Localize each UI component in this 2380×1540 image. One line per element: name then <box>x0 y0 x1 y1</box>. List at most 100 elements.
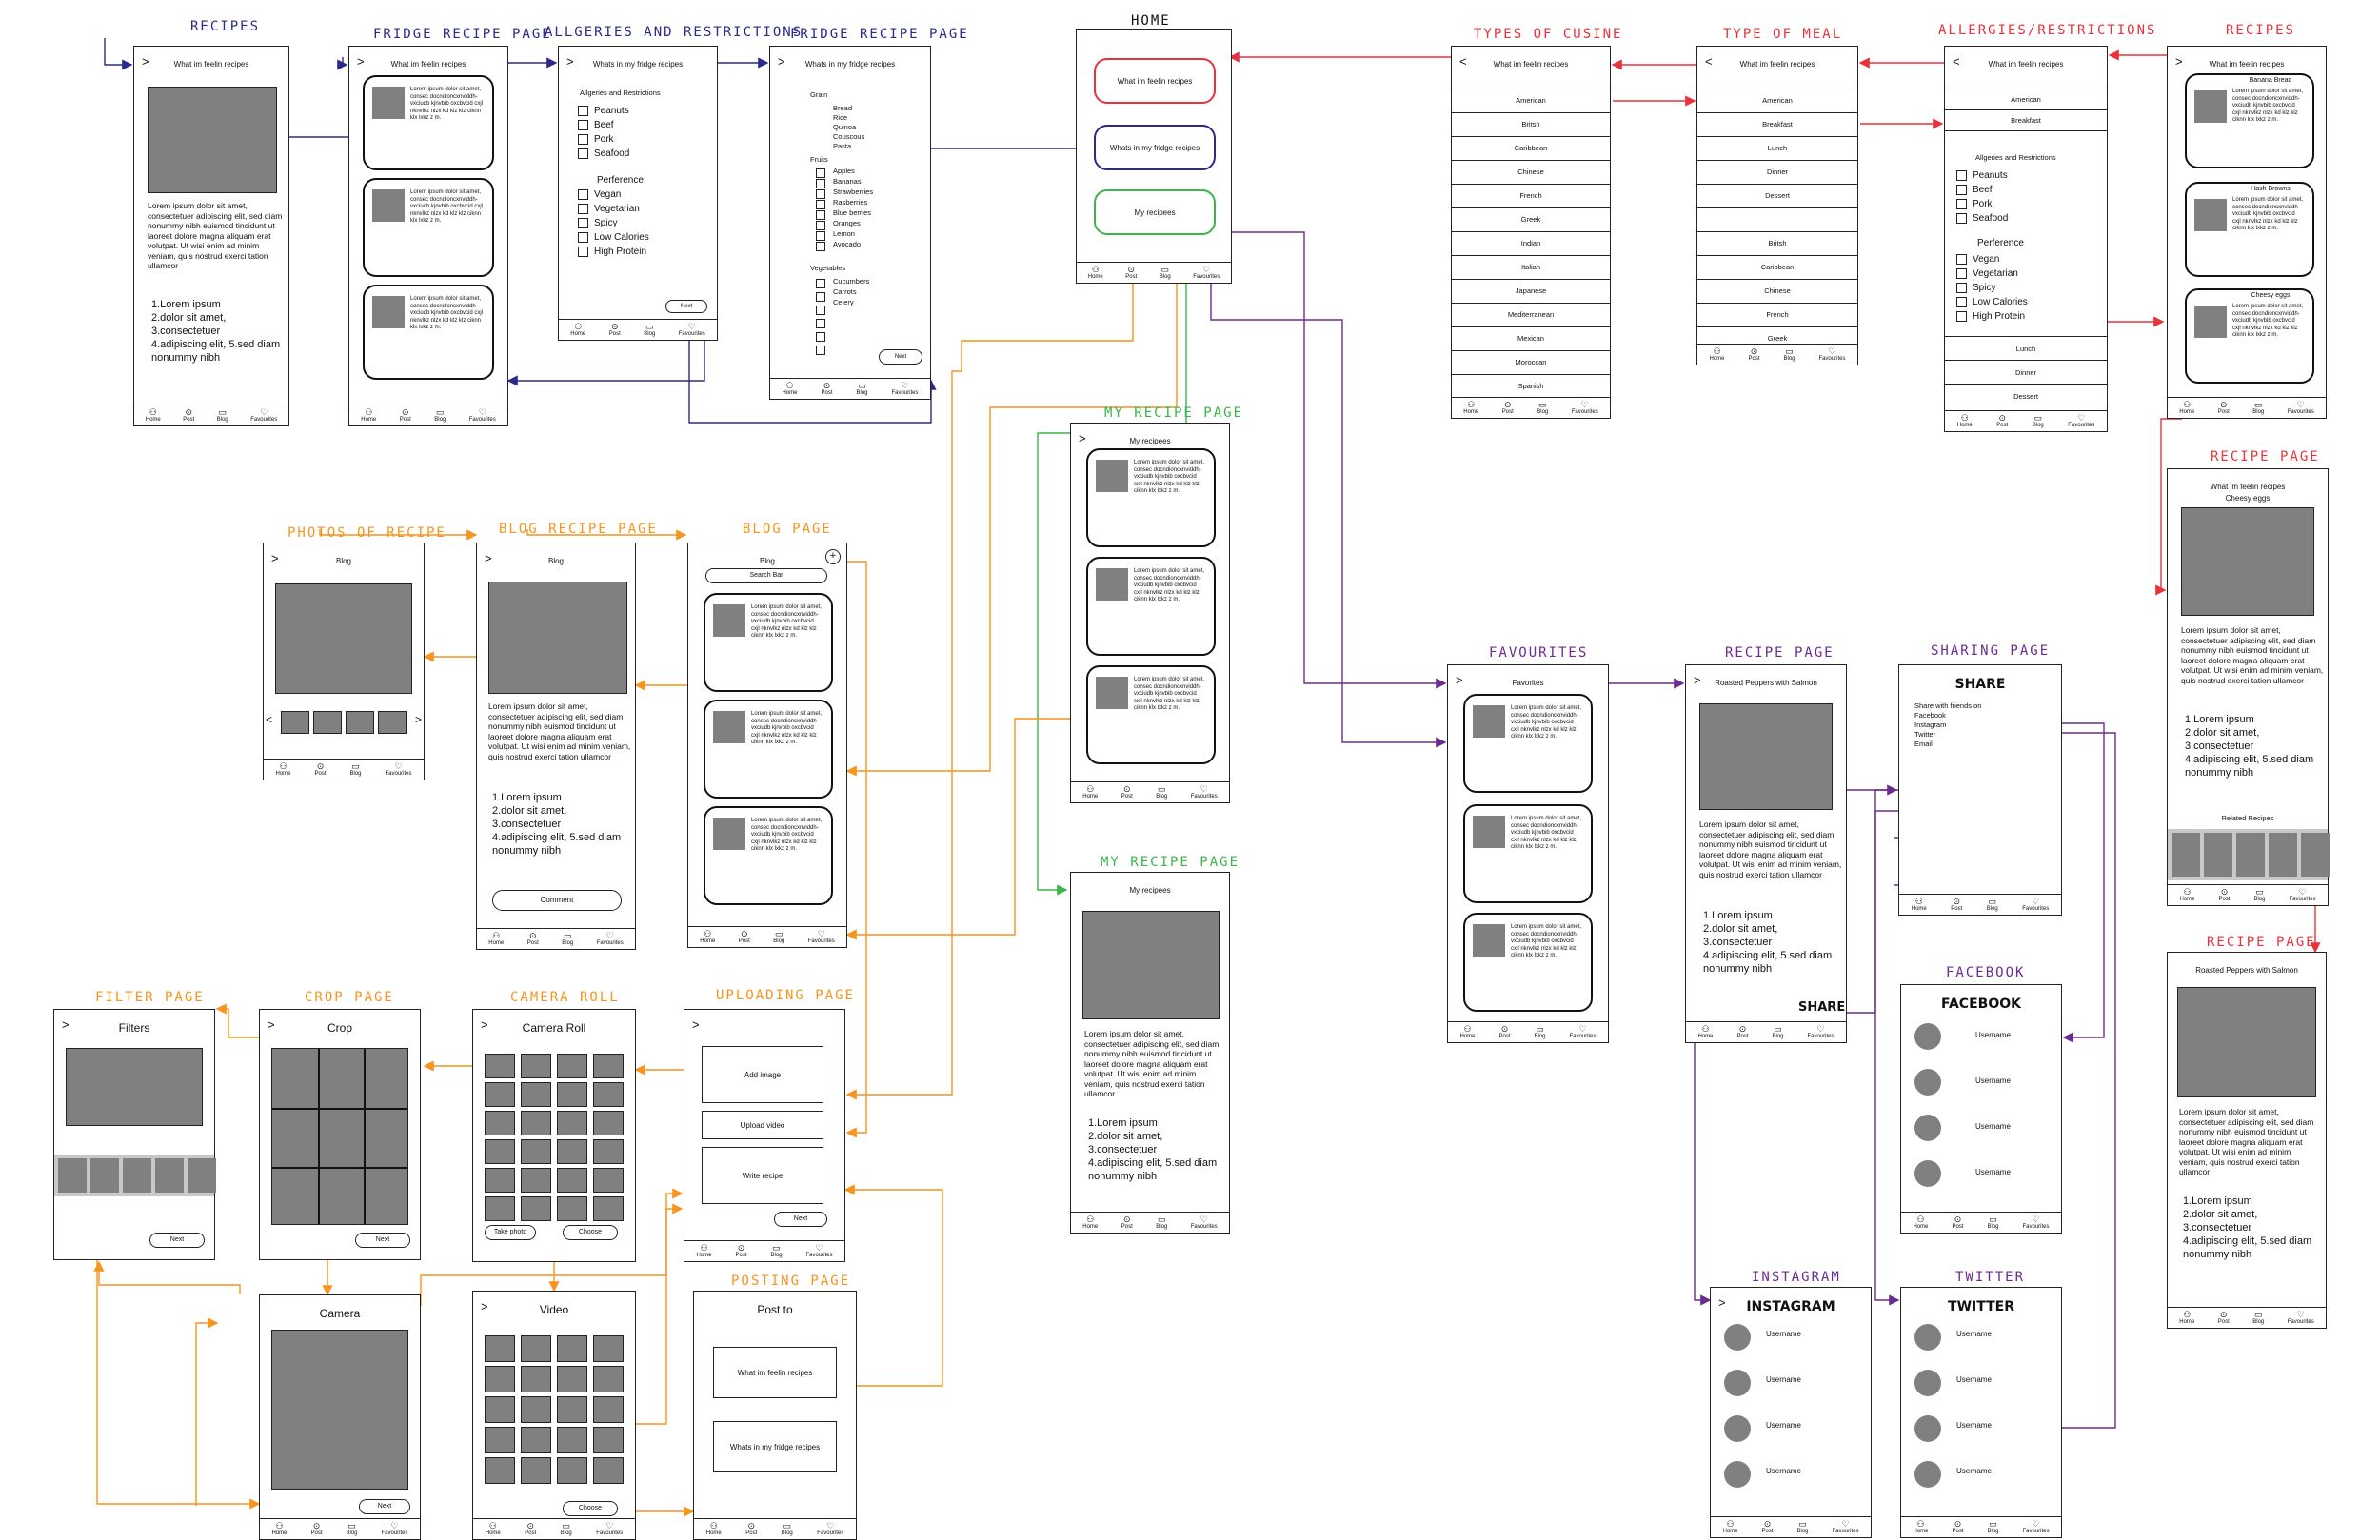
checkbox[interactable] <box>578 134 588 145</box>
checkbox-option[interactable]: Vegan <box>578 189 621 200</box>
upload-video-button[interactable]: Upload video <box>702 1111 823 1139</box>
share-option[interactable]: Email <box>1914 740 1933 748</box>
checkbox-option[interactable]: Seafood <box>1956 213 2008 224</box>
back-chevron-icon[interactable]: > <box>1718 1295 1726 1310</box>
meal-option[interactable]: Britsh <box>1697 231 1857 255</box>
recipe-card[interactable]: Lorem ipsum dolor sit amet, consec docnd… <box>1086 665 1216 764</box>
nav-blog[interactable]: ▭Blog <box>782 1521 793 1537</box>
checkbox-option[interactable]: Vegetarian <box>578 204 640 214</box>
nav-home[interactable]: ⚇Home <box>1913 1214 1928 1231</box>
add-post-icon[interactable]: + <box>825 549 841 564</box>
nav-favourites[interactable]: ♡Favourites <box>2022 897 2049 913</box>
nav-home[interactable]: ⚇Home <box>1913 1519 1928 1535</box>
crop-line[interactable] <box>272 1167 407 1169</box>
write-recipe-button[interactable]: Write recipe <box>702 1147 823 1204</box>
nav-home[interactable]: ⚇Home <box>2179 400 2194 416</box>
nav-favourites[interactable]: ♡Favourites <box>2288 1310 2314 1326</box>
next-button[interactable]: Next <box>879 349 922 365</box>
nav-home[interactable]: ⚇Home <box>486 1521 501 1537</box>
back-chevron-icon[interactable]: > <box>778 54 785 69</box>
nav-post[interactable]: ⊙Post <box>1952 1214 1963 1231</box>
next-button[interactable]: Next <box>359 1499 410 1514</box>
cuisine-option[interactable]: French <box>1452 184 1610 207</box>
nav-blog[interactable]: ▭Blog <box>2033 413 2044 429</box>
checkbox-option[interactable]: Vegan <box>1956 254 1999 265</box>
crop-line[interactable] <box>272 1108 407 1110</box>
back-chevron-icon[interactable]: > <box>268 1017 275 1032</box>
chevron-right-icon[interactable]: > <box>414 713 422 726</box>
checkbox-option[interactable]: Pork <box>578 134 614 145</box>
username[interactable]: Username <box>1956 1375 1992 1384</box>
nav-home[interactable]: ⚇Home <box>1957 413 1973 429</box>
checkbox[interactable] <box>1956 254 1967 265</box>
nav-blog[interactable]: ▭Blog <box>644 322 655 338</box>
nav-favourites[interactable]: ♡Favourites <box>597 931 624 947</box>
nav-post[interactable]: ⊙Post <box>1952 1519 1963 1535</box>
nav-blog[interactable]: ▭Blog <box>349 761 361 778</box>
related-recipe-thumbnail[interactable] <box>2236 833 2265 877</box>
checkbox[interactable] <box>816 210 825 220</box>
nav-post[interactable]: ⊙Post <box>1121 1214 1133 1231</box>
nav-favourites[interactable]: ♡Favourites <box>381 1521 407 1537</box>
nav-home[interactable]: ⚇Home <box>275 761 290 778</box>
nav-blog[interactable]: ▭Blog <box>1156 1214 1167 1231</box>
nav-blog[interactable]: ▭Blog <box>1160 265 1171 281</box>
nav-blog[interactable]: ▭Blog <box>2252 400 2264 416</box>
checkbox-option[interactable]: Low Calories <box>1956 297 2028 307</box>
nav-post[interactable]: ⊙Post <box>1498 1024 1510 1040</box>
checkbox[interactable] <box>816 319 825 328</box>
recipe-card[interactable]: Lorem ipsum dolor sit amet, consec docnd… <box>363 178 494 277</box>
filter-option[interactable] <box>58 1158 87 1193</box>
back-chevron-icon[interactable]: > <box>566 54 574 69</box>
checkbox[interactable] <box>816 200 825 209</box>
nav-favourites[interactable]: ♡Favourites <box>1807 1024 1834 1040</box>
nav-post[interactable]: ⊙Post <box>527 931 539 947</box>
nav-blog[interactable]: ▭Blog <box>346 1521 357 1537</box>
cuisine-option[interactable]: Caribbean <box>1452 136 1610 160</box>
recipe-card[interactable]: Lorem ipsum dolor sit amet, consec docnd… <box>1463 913 1593 1012</box>
nav-post[interactable]: ⊙Post <box>1748 346 1759 363</box>
recipe-card[interactable]: Lorem ipsum dolor sit amet, consec docnd… <box>704 593 833 692</box>
nav-home[interactable]: ⚇Home <box>1463 400 1478 416</box>
nav-home[interactable]: ⚇Home <box>271 1521 287 1537</box>
checkbox-option[interactable]: Beef <box>578 120 614 130</box>
nav-favourites[interactable]: ♡Favourites <box>1193 265 1220 281</box>
nav-favourites[interactable]: ♡Favourites <box>2022 1519 2049 1535</box>
nav-favourites[interactable]: ♡Favourites <box>469 407 496 424</box>
nav-post[interactable]: ⊙Post <box>1125 265 1137 281</box>
meal-option[interactable]: Caribbean <box>1697 255 1857 279</box>
nav-blog[interactable]: ▭Blog <box>561 1521 572 1537</box>
checkbox[interactable] <box>816 168 825 178</box>
meal-option[interactable]: Breakfast <box>1697 112 1857 136</box>
post-to-fridge-recipes[interactable]: Whats in my fridge recipes <box>713 1421 837 1472</box>
nav-home[interactable]: ⚇Home <box>700 929 715 945</box>
checkbox[interactable] <box>1956 199 1967 209</box>
filter-option[interactable] <box>188 1158 216 1193</box>
back-chevron-icon[interactable]: > <box>1079 431 1086 445</box>
nav-favourites[interactable]: ♡Favourites <box>1191 1214 1218 1231</box>
recipe-card[interactable]: Lorem ipsum dolor sit amet, consec docnd… <box>1086 448 1216 547</box>
choose-button[interactable]: Choose <box>563 1225 618 1240</box>
nav-post[interactable]: ⊙Post <box>183 407 194 424</box>
checkbox[interactable] <box>816 189 825 199</box>
nav-favourites[interactable]: ♡Favourites <box>2022 1214 2049 1231</box>
nav-post[interactable]: ⊙Post <box>1121 784 1133 800</box>
comment-button[interactable]: Comment <box>492 890 622 911</box>
nav-favourites[interactable]: ♡Favourites <box>596 1521 623 1537</box>
nav-blog[interactable]: ▭Blog <box>1987 1214 1998 1231</box>
selected-option[interactable]: American <box>1945 89 2107 109</box>
checkbox[interactable] <box>816 242 825 251</box>
back-chevron-icon[interactable]: > <box>2175 54 2183 69</box>
nav-home[interactable]: ⚇Home <box>2179 887 2194 903</box>
checkbox[interactable] <box>816 346 825 355</box>
cuisine-option[interactable]: Britsh <box>1452 112 1610 136</box>
nav-favourites[interactable]: ♡Favourites <box>805 1243 832 1259</box>
checkbox[interactable] <box>816 221 825 230</box>
checkbox[interactable] <box>1956 297 1967 307</box>
nav-post[interactable]: ⊙Post <box>1761 1519 1773 1535</box>
nav-home[interactable]: ⚇Home <box>1082 784 1098 800</box>
nav-post[interactable]: ⊙Post <box>400 407 411 424</box>
meal-option[interactable]: French <box>1697 303 1857 326</box>
